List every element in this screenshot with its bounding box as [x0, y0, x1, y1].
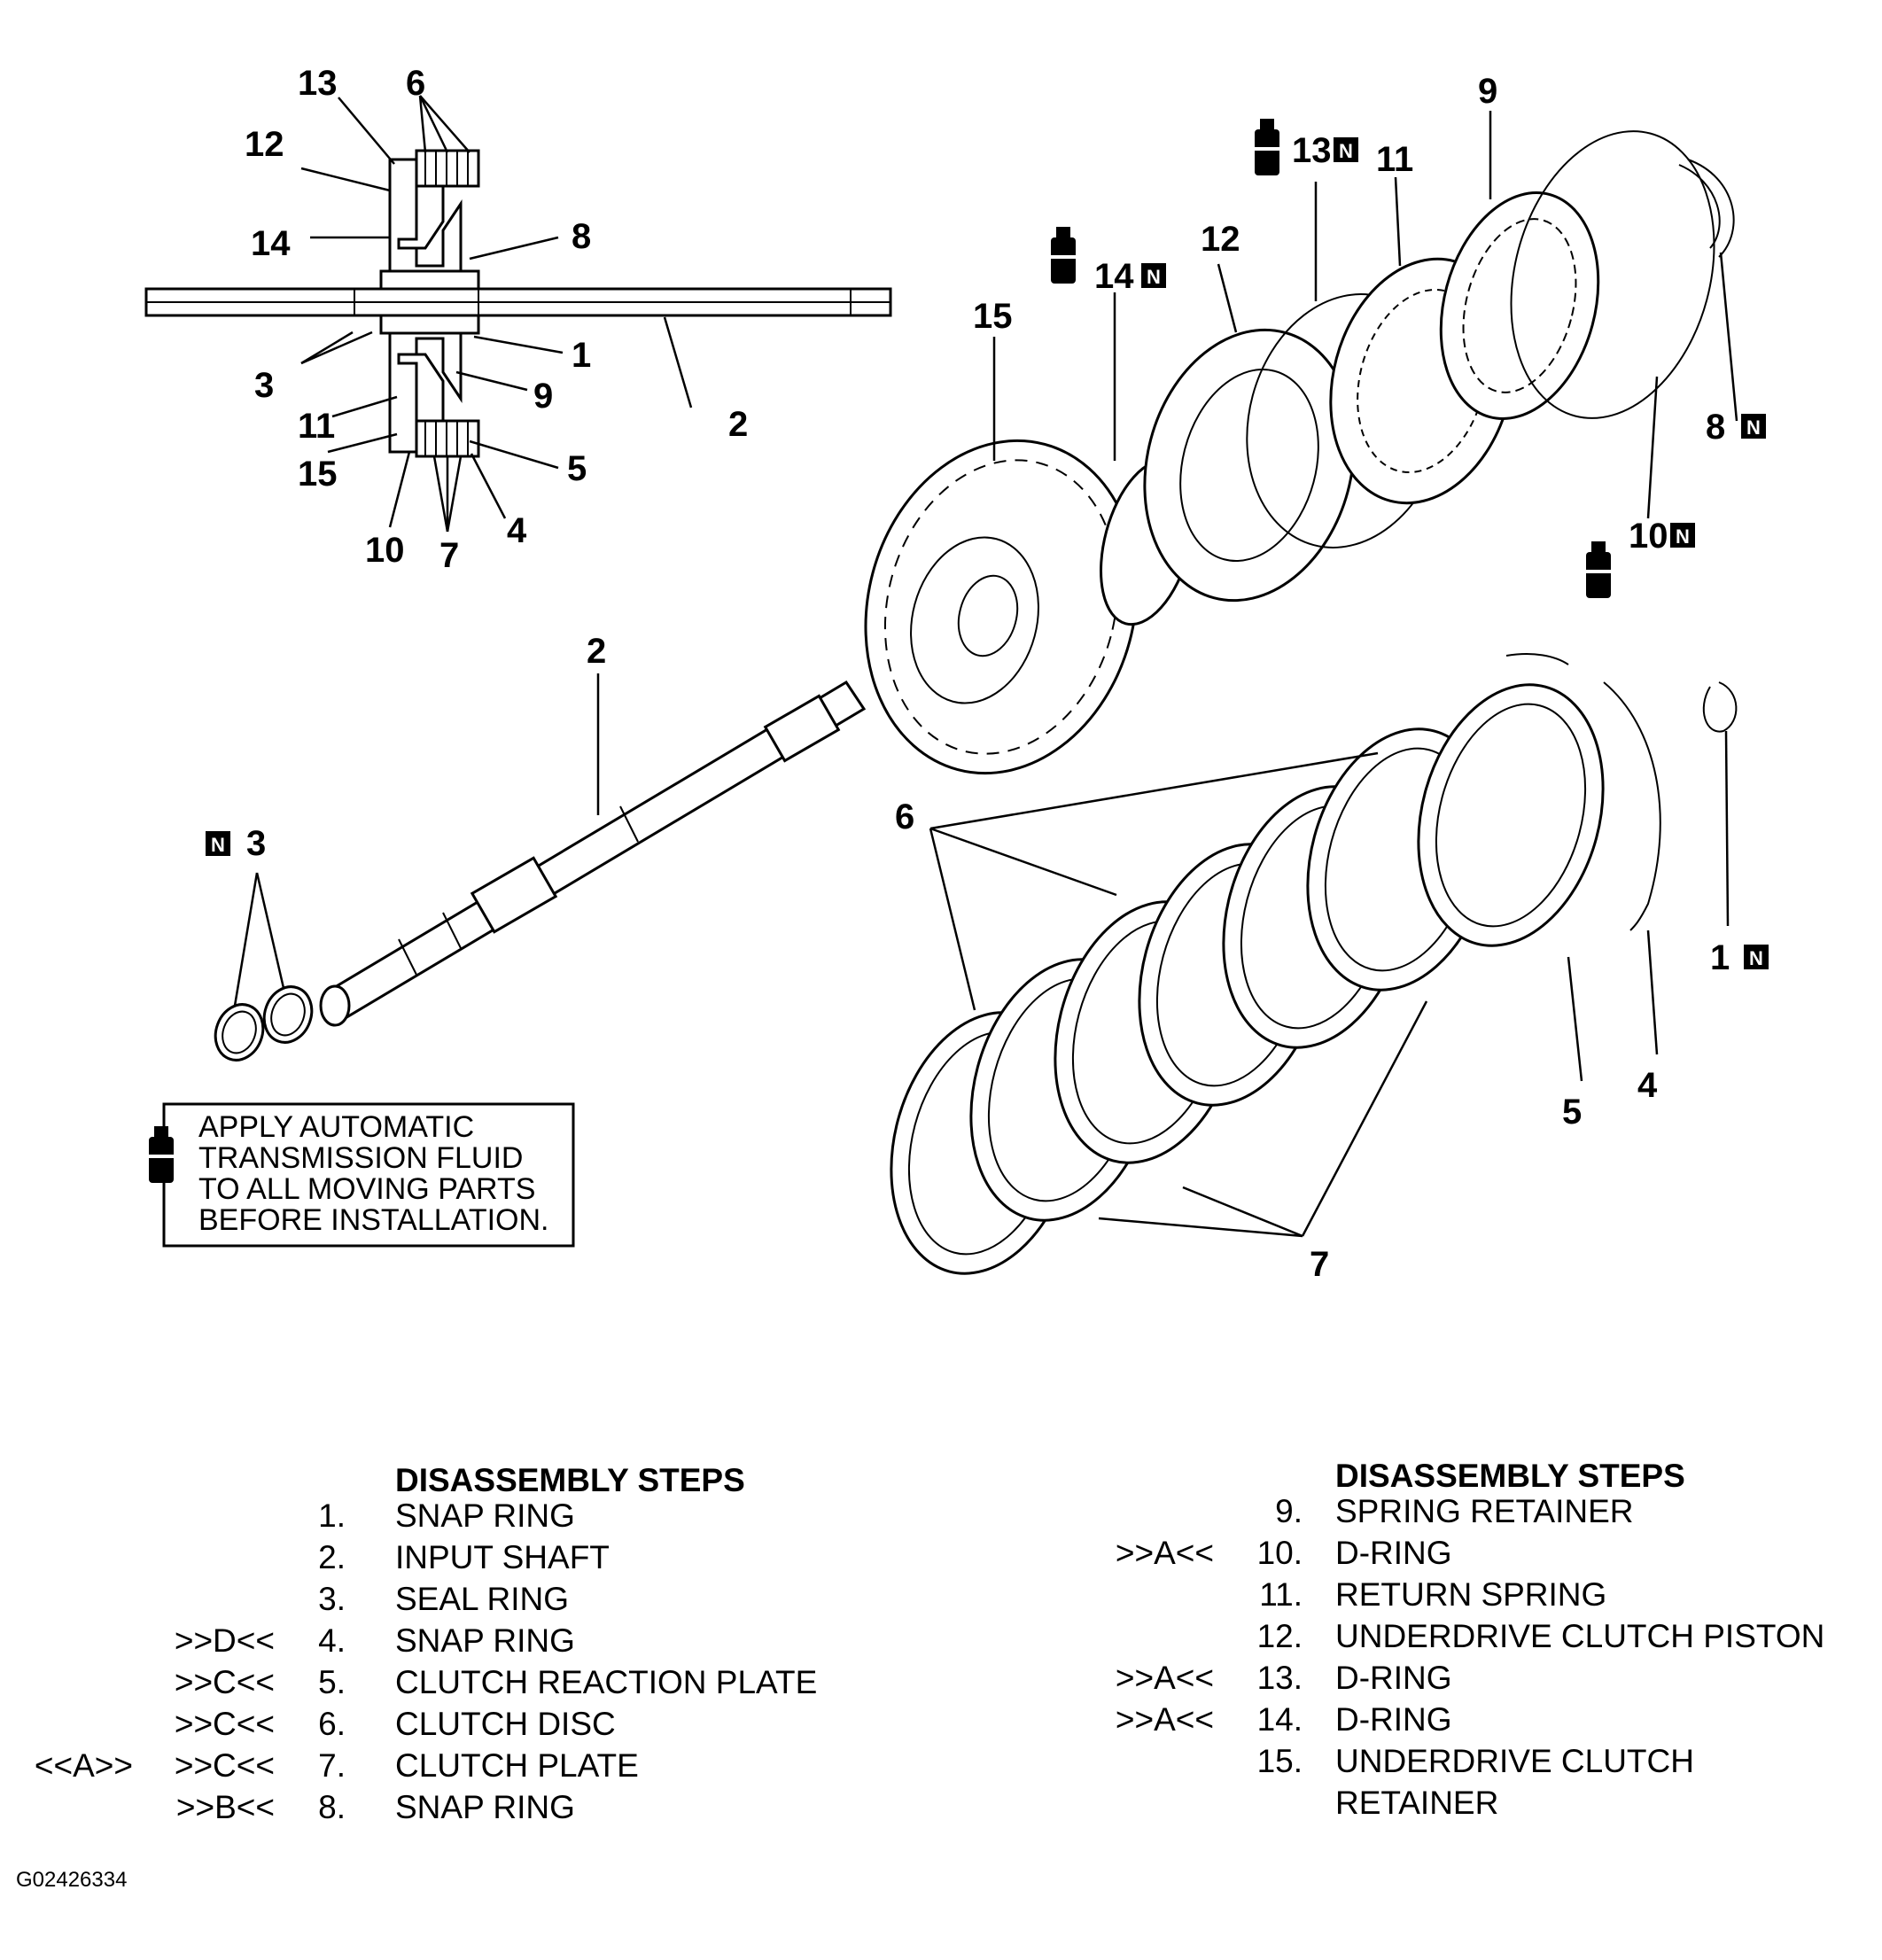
n-badge-1	[1744, 945, 1769, 969]
callout-9: 9	[1478, 72, 1497, 111]
cs-callout-6: 6	[406, 64, 425, 103]
fluid-can-icon-10	[1586, 541, 1611, 598]
cs-callout-11: 11	[298, 407, 335, 446]
seal-rings: N 3	[206, 824, 314, 1062]
cs-callout-9: 9	[533, 377, 553, 416]
seal-callout-3: 3	[246, 824, 266, 863]
cs-callout-5: 5	[567, 449, 587, 488]
steps-right-heading: DISASSEMBLY STEPS	[1335, 1458, 1685, 1494]
input-shaft: 2	[319, 632, 867, 1027]
cs-callout-1: 1	[572, 336, 591, 375]
fluid-note: APPLY AUTOMATIC TRANSMISSION FLUID TO AL…	[149, 1102, 575, 1248]
callout-1: 1	[1710, 938, 1730, 977]
note-line-4: BEFORE INSTALLATION.	[198, 1203, 548, 1237]
n-badge-3	[206, 831, 230, 856]
cs-callout-4: 4	[507, 511, 527, 550]
callout-7: 7	[1310, 1245, 1329, 1284]
n-badge-10-letter: N	[1676, 525, 1690, 548]
note-line-2: TRANSMISSION FLUID	[198, 1141, 523, 1175]
n-badge-14-letter: N	[1147, 266, 1161, 288]
shaft-callout-2: 2	[587, 632, 606, 671]
n-badge-13-letter: N	[1339, 140, 1353, 162]
n-badge-8-letter: N	[1746, 416, 1761, 439]
cs-callout-8: 8	[572, 217, 591, 256]
n-badge-3-letter: N	[211, 834, 225, 856]
note-box	[162, 1102, 575, 1248]
n-badge-14	[1141, 263, 1166, 288]
callout-12: 12	[1201, 220, 1240, 259]
figure-id: G02426334	[16, 1868, 128, 1892]
cs-callout-15: 15	[298, 455, 338, 494]
cs-callout-10: 10	[365, 531, 405, 570]
cs-callout-12: 12	[245, 125, 284, 164]
disassembly-steps: DISASSEMBLY STEPS DISASSEMBLY STEPS 1. S…	[34, 1458, 1825, 1825]
callout-8: 8	[1706, 408, 1725, 447]
fluid-can-icon-13	[1255, 119, 1279, 175]
callout-13: 13	[1292, 131, 1332, 170]
n-badge-13	[1334, 137, 1358, 162]
cross-section-view: 13 6 12 14 8 3 1 2 9 11 15 5 4 10 7	[144, 64, 892, 575]
fluid-can-icon-14	[1051, 227, 1076, 284]
n-badge-1-letter: N	[1749, 947, 1763, 969]
cs-callout-2: 2	[728, 405, 748, 444]
n-badge-8	[1741, 414, 1766, 439]
callout-10: 10	[1629, 517, 1668, 556]
cs-callout-14: 14	[251, 224, 291, 263]
exploded-parts-diagram: 13 6 12 14 8 3 1 2 9 11 15 5 4 10 7 2 N	[144, 64, 1769, 1284]
callout-14: 14	[1094, 257, 1134, 296]
cs-callout-13: 13	[298, 64, 338, 103]
clutch-pack: 6 7 5 4 1 N	[890, 653, 1769, 1284]
callout-4: 4	[1637, 1066, 1658, 1105]
n-badge-10	[1670, 523, 1695, 548]
cs-callout-7: 7	[439, 536, 459, 575]
callout-11: 11	[1376, 140, 1413, 179]
cs-callout-3: 3	[254, 366, 274, 405]
steps-left-heading: DISASSEMBLY STEPS	[395, 1462, 745, 1498]
callout-5: 5	[1562, 1093, 1582, 1132]
note-line-1: APPLY AUTOMATIC	[198, 1110, 474, 1144]
exploded-clutch-parts: 15 14 N 12 13 N 11 9 10	[864, 72, 1766, 775]
callout-6: 6	[895, 797, 914, 836]
note-line-3: TO ALL MOVING PARTS	[198, 1172, 535, 1206]
callout-15: 15	[973, 297, 1013, 336]
